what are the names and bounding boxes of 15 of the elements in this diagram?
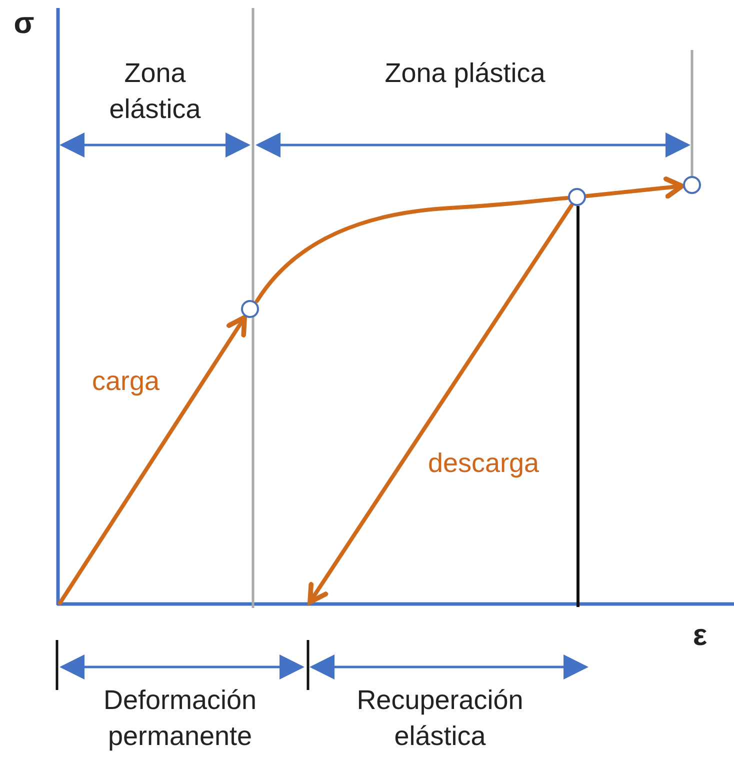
point-marker xyxy=(568,188,586,206)
edge-label: descarga xyxy=(428,448,540,479)
range-label: Recuperación elástica xyxy=(356,684,524,753)
point-marker xyxy=(241,300,259,318)
edge-label: carga xyxy=(92,366,160,397)
range-label: Deformación permanente xyxy=(102,684,258,753)
axis-label: σ xyxy=(12,6,36,42)
arrow xyxy=(308,203,574,604)
zone-label: Zona plástica xyxy=(384,57,546,90)
curve-line xyxy=(255,196,569,303)
axis-label: ε xyxy=(692,618,708,654)
zone-label: Zona elástica xyxy=(108,57,202,126)
arrow xyxy=(584,176,684,199)
arrow xyxy=(58,314,247,605)
point-marker xyxy=(683,176,701,194)
